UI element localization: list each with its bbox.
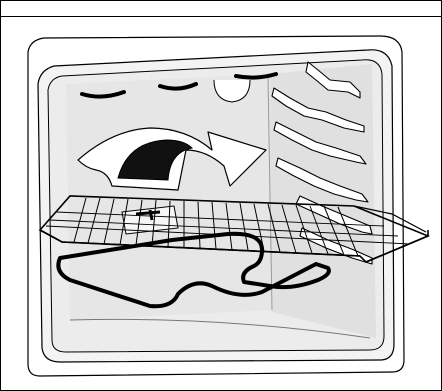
oven-icon [0,0,442,391]
illustration-frame [0,0,442,391]
